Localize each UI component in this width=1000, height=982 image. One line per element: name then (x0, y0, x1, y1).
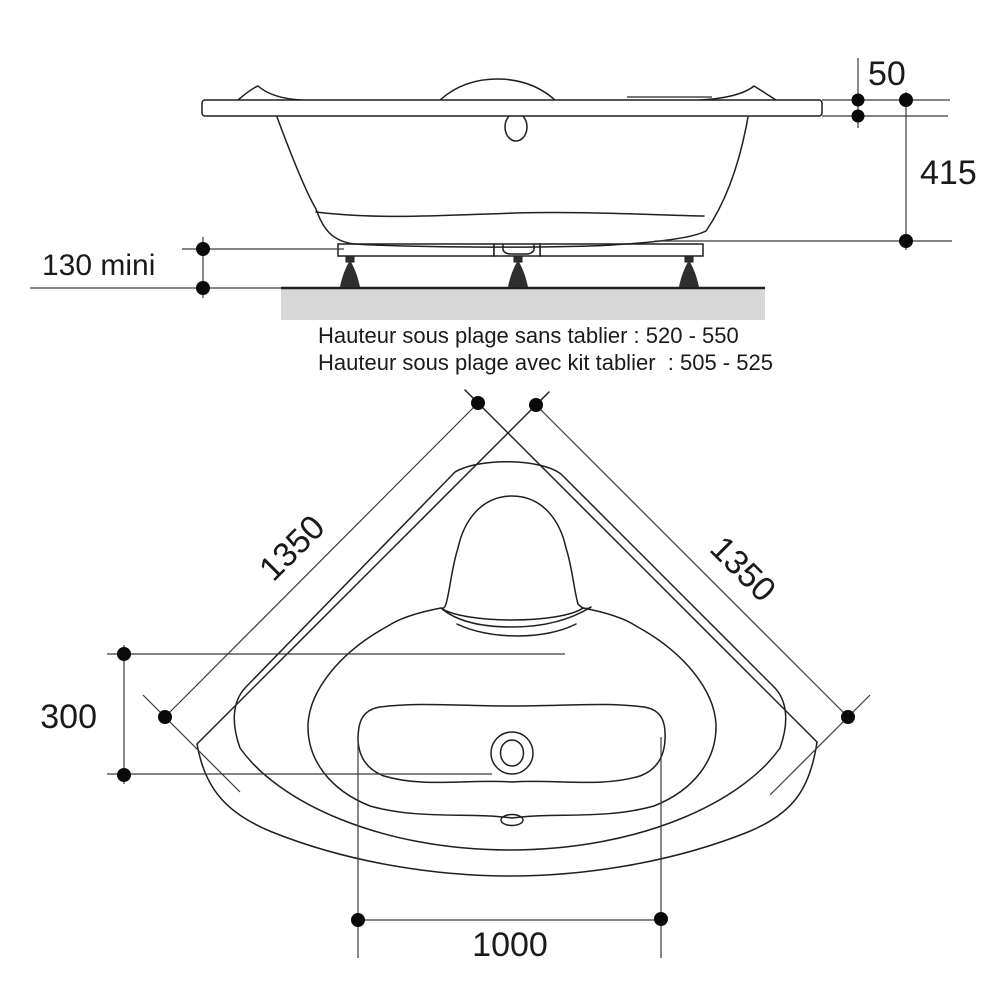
overflow-hole (504, 112, 528, 142)
bowl-body-contour (307, 607, 717, 819)
adjustable-feet (340, 255, 699, 287)
dimension-50: 50 (822, 55, 950, 128)
rim-bar (201, 99, 823, 117)
floor-slab (281, 288, 765, 320)
headrest-contour (440, 495, 592, 628)
tub-side-profile (276, 112, 749, 248)
dimension-1350-left: 1350 (142, 396, 485, 793)
dim-label-1350-left: 1350 (252, 508, 332, 588)
drain (490, 731, 534, 775)
rim-contour-right (699, 85, 777, 101)
dimension-130-mini: 130 mini (30, 237, 344, 298)
tub-interior-edge-line (315, 211, 705, 218)
floor-pad-contour (357, 703, 666, 784)
rim-inner-contour (233, 461, 787, 851)
overflow-plan-oval (500, 813, 524, 827)
foot-right (679, 255, 699, 287)
dimension-415: 415 (655, 92, 977, 250)
dim-label-130-mini: 130 mini (42, 249, 155, 282)
plan-view: 1350 1350 300 1000 (40, 389, 871, 964)
dim-label-50: 50 (868, 55, 906, 93)
dimension-300: 300 (40, 645, 565, 784)
rim-contour-left (237, 85, 303, 101)
rim-contour-center (439, 78, 556, 101)
left-wall-line (196, 391, 550, 745)
tub-rim (201, 78, 823, 117)
right-wall-line (464, 389, 818, 743)
foot-center (508, 255, 528, 287)
shell-front-curve (196, 741, 818, 877)
dim-label-415: 415 (920, 154, 977, 192)
dimension-1350-right: 1350 (529, 398, 871, 796)
dim-label-1000: 1000 (472, 926, 548, 964)
side-elevation-view: 50 415 130 mini (30, 55, 977, 320)
tub-shell-outline (276, 116, 749, 248)
note-sans-tablier: Hauteur sous plage sans tablier : 520 - … (318, 323, 739, 348)
dim-label-1350-right: 1350 (703, 529, 783, 609)
foot-left (340, 255, 360, 287)
height-notes: Hauteur sous plage sans tablier : 520 - … (318, 323, 773, 375)
dim-label-300: 300 (40, 698, 97, 736)
note-avec-tablier: Hauteur sous plage avec kit tablier : 50… (318, 350, 773, 375)
drain-trap-cutout (502, 244, 535, 255)
headrest-ledge-line (456, 623, 577, 637)
dimension-1000: 1000 (351, 737, 668, 964)
